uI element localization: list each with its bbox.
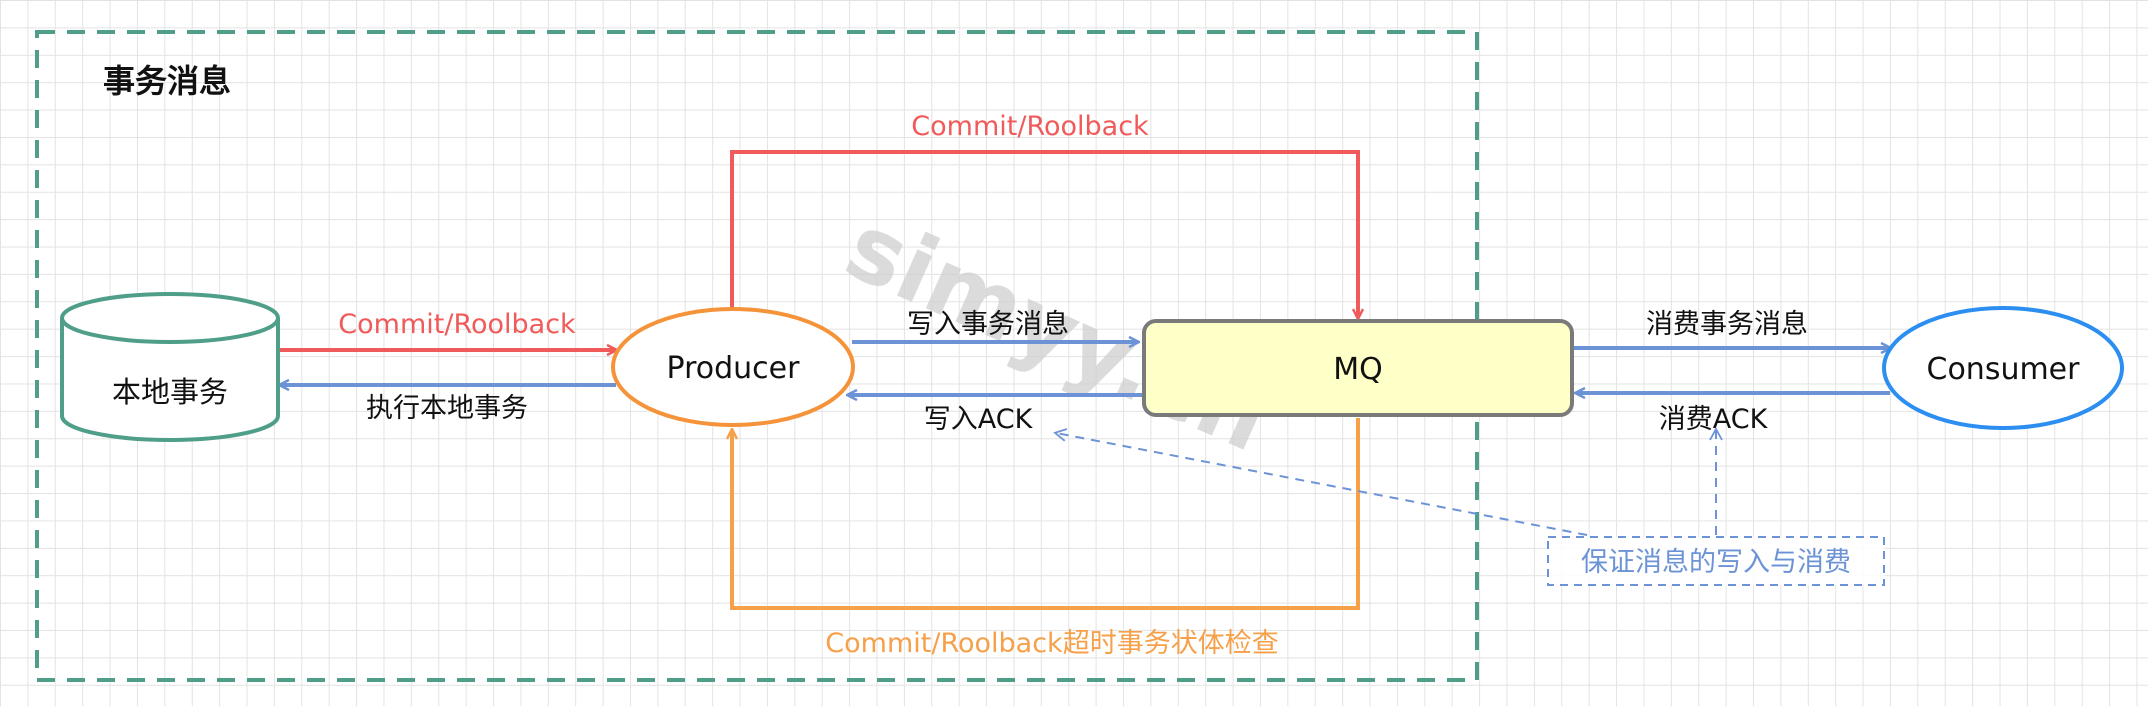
edge-label-db-to-producer: Commit/Roolback [338,309,576,340]
note-text: 保证消息的写入与消费 [1581,547,1851,578]
note-arrow-to-write-ack [1053,428,1588,536]
consumer-node: Consumer [1882,306,2124,430]
mq-node: MQ [1142,319,1574,417]
edge-label-mq-to-producer-check: Commit/Roolback超时事务状体检查 [825,628,1278,659]
note-box [1547,536,1885,586]
edge-producer-to-mq-commit [730,150,1358,318]
transaction-frame [35,30,1479,682]
producer-label: Producer [667,351,801,386]
edge-label-mq-to-producer-ack: 写入ACK [924,404,1034,435]
edge-label-producer-to-mq-commit: Commit/Roolback [911,111,1149,142]
mq-label: MQ [1333,352,1383,387]
edge-label-producer-to-db: 执行本地事务 [366,393,528,424]
edge-label-consumer-to-mq-ack: 消费ACK [1659,404,1769,435]
producer-node: Producer [611,307,855,427]
frame-title: 事务消息 [103,62,231,100]
local-transaction-db: 本地事务 [60,292,280,442]
edge-mq-to-producer-check [732,418,1360,610]
edge-label-producer-to-mq-write: 写入事务消息 [907,309,1069,340]
edge-label-mq-to-consumer: 消费事务消息 [1646,309,1808,340]
db-label: 本地事务 [112,375,228,409]
consumer-label: Consumer [1927,352,2081,387]
